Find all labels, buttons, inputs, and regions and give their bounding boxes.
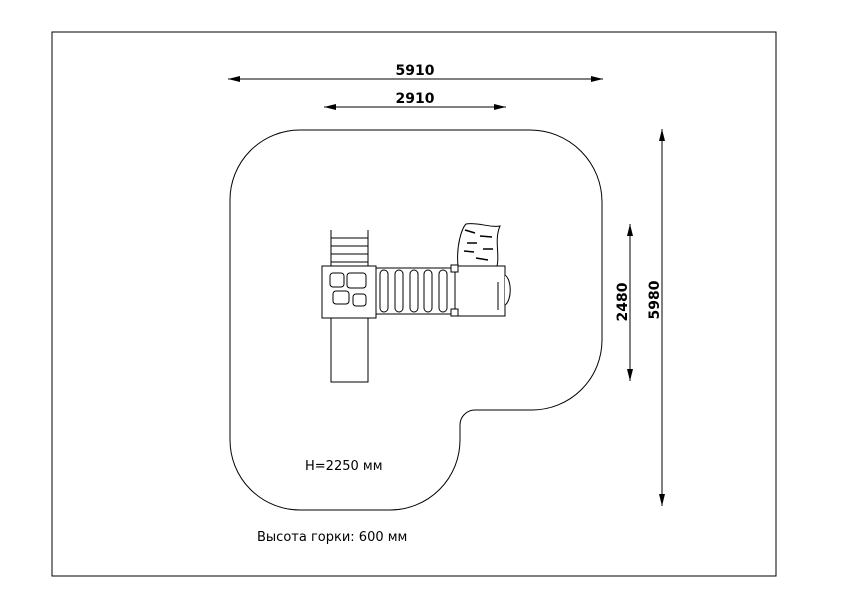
dim-equipment-width: 2910 (396, 91, 435, 107)
dim-overall-width: 5910 (396, 63, 435, 79)
climbing-wall (457, 223, 501, 267)
dim-overall-depth: 5980 (647, 280, 663, 319)
drawing-frame (51, 31, 777, 577)
slide-height-label: Высота горки: 600 мм (257, 530, 407, 545)
bridge (376, 267, 455, 315)
slide (330, 317, 369, 383)
dim-equipment-depth: 2480 (615, 282, 631, 321)
safety-zone-outline (229, 129, 603, 511)
playground-equipment (321, 223, 511, 383)
deck (454, 265, 506, 317)
height-label: H=2250 мм (305, 459, 383, 474)
ladder (330, 230, 369, 266)
